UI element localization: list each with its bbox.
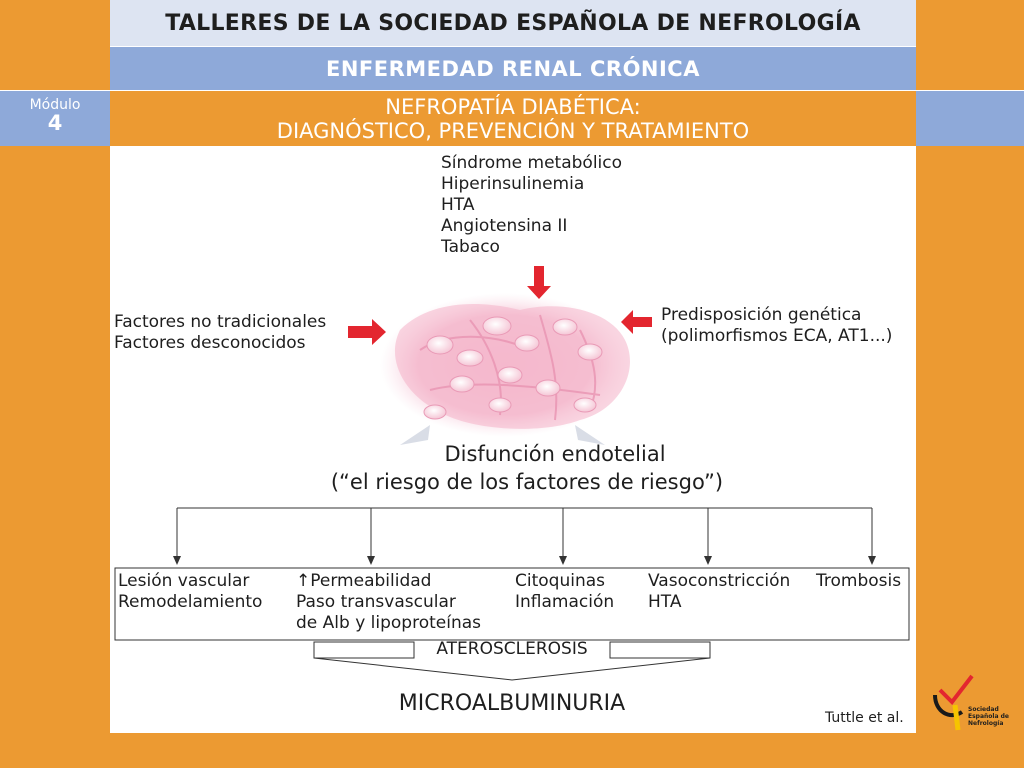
effect-line: Remodelamiento <box>118 592 263 612</box>
effect-line: Inflamación <box>515 592 615 612</box>
logo-line: Sociedad <box>968 706 999 713</box>
effect-vascular: Lesión vascular Remodelamiento <box>118 571 262 613</box>
up-arrow-icon: ↑ <box>296 571 311 591</box>
header-society-text: TALLERES DE LA SOCIEDAD ESPAÑOLA DE NEFR… <box>165 10 861 36</box>
title-divider <box>0 90 1024 91</box>
effect-vasoconstriction: Vasoconstricción HTA <box>648 571 790 613</box>
top-factor-item: Hiperinsulinemia <box>441 174 585 194</box>
branch-lines <box>176 507 873 558</box>
arrow-down-red <box>527 266 551 299</box>
right-factors-list: Predisposición genética (polimorfismos E… <box>661 305 892 347</box>
effect-line: Citoquinas <box>515 571 605 591</box>
top-factor-item: Tabaco <box>441 237 500 257</box>
slide-title-line1: NEFROPATÍA DIABÉTICA: <box>385 95 641 119</box>
diagram-panel <box>110 146 916 733</box>
header-topic: ENFERMEDAD RENAL CRÓNICA <box>110 47 916 90</box>
top-factor-item: Angiotensina II <box>441 216 568 236</box>
right-factor-item: (polimorfismos ECA, AT1...) <box>661 326 893 346</box>
sen-logo-mark <box>933 674 974 731</box>
left-factor-item: Factores desconocidos <box>114 333 306 353</box>
branch-arrowheads <box>173 556 876 565</box>
module-label: Módulo <box>29 97 81 113</box>
sen-logo-text: Sociedad Española de Nefrología <box>968 706 1009 727</box>
top-factor-item: Síndrome metabólico <box>441 153 623 173</box>
endothelial-dysfunction-title: Disfunción endotelial <box>444 442 666 466</box>
module-number: 4 <box>47 111 63 135</box>
header-divider <box>110 46 916 47</box>
header-society: TALLERES DE LA SOCIEDAD ESPAÑOLA DE NEFR… <box>110 0 916 46</box>
module-right-block <box>916 91 1024 146</box>
microalbuminuria-label: MICROALBUMINURIA <box>0 690 1024 718</box>
arrow-right-red <box>348 319 386 345</box>
atherosclerosis-label: ATEROSCLEROSIS <box>0 639 1024 660</box>
endothelium-illustration <box>380 293 630 445</box>
left-factor-item: Factores no tradicionales <box>114 312 327 332</box>
right-factor-item: Predisposición genética <box>661 305 862 325</box>
effect-line: Trombosis <box>816 571 902 591</box>
effect-line: Paso transvascular <box>296 592 456 612</box>
effect-line: HTA <box>648 592 682 612</box>
atherosclerosis-text: ATEROSCLEROSIS <box>436 639 588 659</box>
effect-thrombosis: Trombosis <box>816 571 901 592</box>
slide-title: NEFROPATÍA DIABÉTICA: DIAGNÓSTICO, PREVE… <box>110 91 916 146</box>
logo-line: Nefrología <box>968 720 1004 727</box>
slide-title-line2: DIAGNÓSTICO, PREVENCIÓN Y TRATAMIENTO <box>276 119 750 143</box>
module-badge: Módulo 4 <box>0 91 110 146</box>
arrow-left-red <box>621 310 652 334</box>
effect-line: de Alb y lipoproteínas <box>296 613 482 633</box>
red-arrows <box>348 266 652 345</box>
top-factor-item: HTA <box>441 195 475 215</box>
atherosclerosis-funnel <box>313 641 711 681</box>
effect-cytokines: Citoquinas Inflamación <box>515 571 614 613</box>
top-factors-list: Síndrome metabólico Hiperinsulinemia HTA… <box>441 153 622 258</box>
citation: Tuttle et al. <box>825 710 904 726</box>
effect-line: Vasoconstricción <box>648 571 791 591</box>
effects-box <box>114 567 910 641</box>
endothelial-dysfunction: Disfunción endotelial (“el riesgo de los… <box>0 440 1024 496</box>
endothelial-dysfunction-subtitle: (“el riesgo de los factores de riesgo”) <box>330 470 724 494</box>
microalbuminuria-text: MICROALBUMINURIA <box>398 691 626 716</box>
effect-line: Lesión vascular <box>118 571 250 591</box>
left-factors-list: Factores no tradicionales Factores desco… <box>114 312 326 354</box>
header-topic-text: ENFERMEDAD RENAL CRÓNICA <box>326 56 700 81</box>
effect-line: Permeabilidad <box>310 571 432 591</box>
logo-line: Española de <box>968 713 1009 720</box>
effect-permeability: ↑Permeabilidad Paso transvascular de Alb… <box>296 571 481 634</box>
